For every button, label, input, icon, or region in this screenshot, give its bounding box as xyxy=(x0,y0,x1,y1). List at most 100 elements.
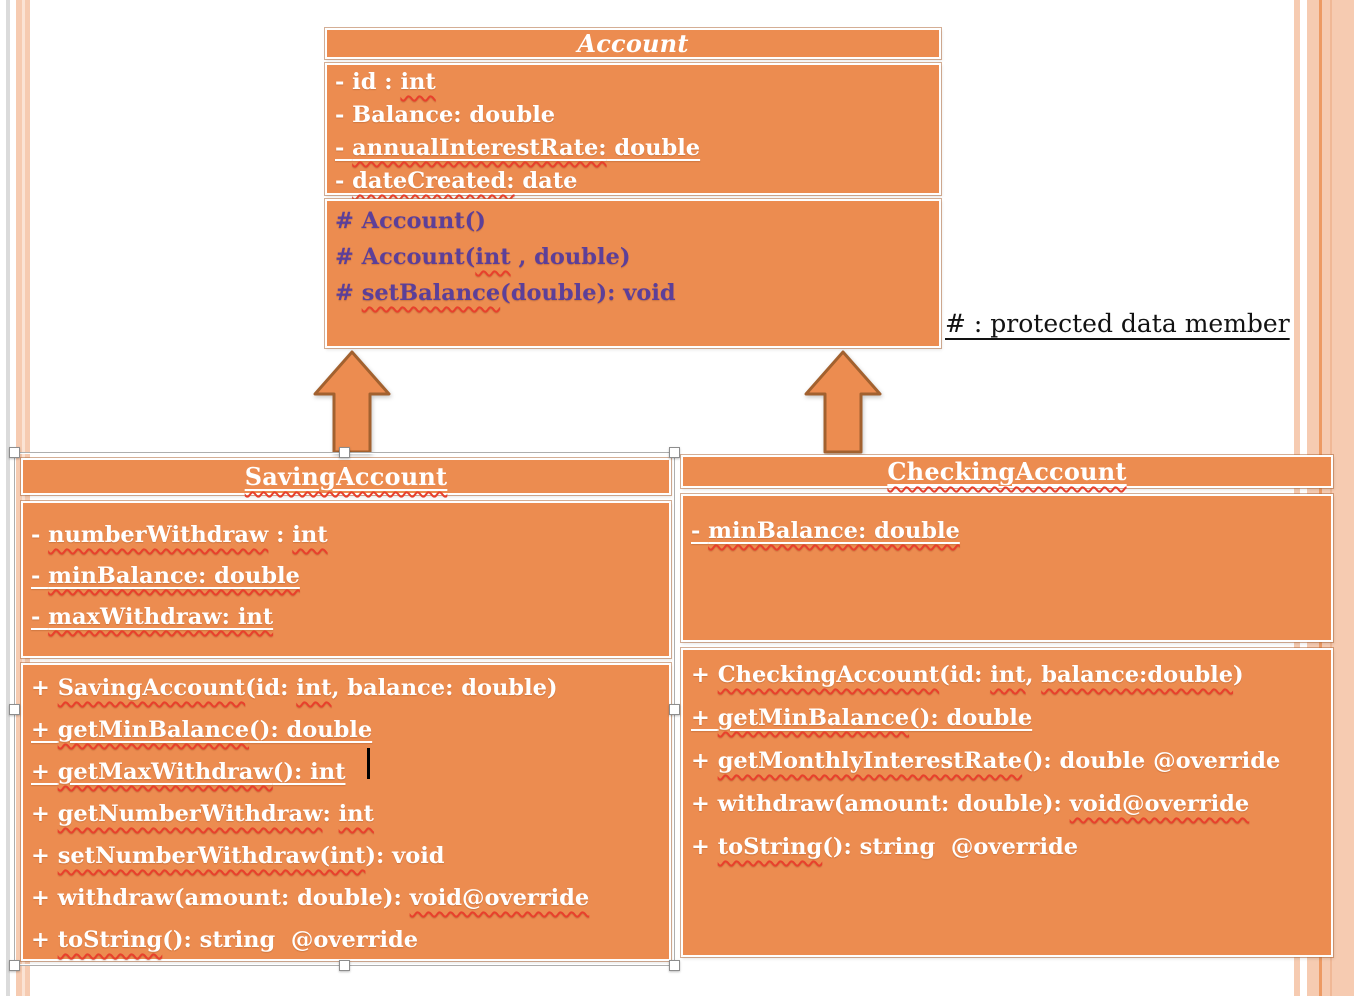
text-segment: annualInterestRate: xyxy=(352,135,607,161)
text-segment: # xyxy=(335,280,362,306)
uml-member-line: - Balance: double xyxy=(327,99,939,132)
uml-member-line: # setBalance(double): void xyxy=(327,275,939,311)
uml-member-line: # Account(int , double) xyxy=(327,239,939,275)
text-segment: SavingAccount xyxy=(57,675,246,701)
class-title-checkingaccount[interactable]: CheckingAccount xyxy=(681,455,1333,488)
text-segment: + xyxy=(691,662,718,688)
text-segment: - xyxy=(31,604,49,630)
text-segment: balance:double xyxy=(1041,662,1234,688)
text-segment: SavingAccount xyxy=(245,462,448,491)
text-segment: minBalance: double xyxy=(708,518,960,544)
text-segment: dateCreated: xyxy=(352,168,515,194)
text-segment: - xyxy=(335,135,353,161)
text-segment: getMinBalance xyxy=(718,705,909,731)
text-segment: int xyxy=(990,662,1026,688)
text-segment: double xyxy=(606,135,701,161)
text-segment: toString xyxy=(717,834,823,860)
text-segment: , double) xyxy=(510,244,631,270)
selection-handle-n[interactable] xyxy=(339,447,350,458)
uml-member-line: + SavingAccount(id: int, balance: double… xyxy=(23,667,669,709)
class-title-account[interactable]: Account xyxy=(325,28,941,59)
selection-handle-s[interactable] xyxy=(339,960,350,971)
uml-member-line: - minBalance: double xyxy=(683,510,1331,552)
legend-protected-note[interactable]: # : protected data member xyxy=(945,309,1290,338)
text-segment: + withdraw(amount: double): xyxy=(691,791,1070,817)
selection-handle-nw[interactable] xyxy=(9,447,20,458)
left-edge-stripe-peach xyxy=(16,0,22,996)
text-segment: + xyxy=(691,834,718,860)
text-segment: - xyxy=(31,563,49,589)
left-edge-stripe-peach-light xyxy=(22,0,25,996)
text-segment: (): int xyxy=(272,759,346,785)
text-segment: CheckingAccount xyxy=(887,457,1127,486)
text-segment: - xyxy=(691,518,709,544)
text-segment: + xyxy=(31,927,58,953)
text-segment: int xyxy=(296,675,332,701)
uml-member-line: + toString(): string @override xyxy=(23,919,669,961)
text-segment: - id : xyxy=(335,69,401,95)
text-segment: + xyxy=(31,759,58,785)
text-segment: , balance: double) xyxy=(331,675,558,701)
text-segment: (double): void xyxy=(500,280,676,306)
text-segment: getMonthlyInterestRate xyxy=(717,748,1023,774)
text-segment: + xyxy=(31,675,58,701)
class-attributes-account[interactable]: - id : int- Balance: double- annualInter… xyxy=(325,63,941,195)
text-segment: Account xyxy=(577,29,689,58)
uml-member-line: + getMaxWithdraw(): int xyxy=(23,751,669,793)
uml-member-line: + CheckingAccount(id: int, balance:doubl… xyxy=(683,654,1331,697)
uml-member-line: + getNumberWithdraw: int xyxy=(23,793,669,835)
text-segment: numberWithdraw xyxy=(48,522,269,548)
selection-handle-sw[interactable] xyxy=(9,960,20,971)
arrow-up-icon xyxy=(313,350,391,454)
text-segment: getMaxWithdraw xyxy=(58,759,273,785)
text-segment: date xyxy=(514,168,578,194)
text-segment: + xyxy=(691,705,718,731)
text-segment: - xyxy=(31,522,49,548)
text-segment: getNumberWithdraw xyxy=(57,801,323,827)
class-methods-savingaccount[interactable]: + SavingAccount(id: int, balance: double… xyxy=(21,663,671,961)
text-segment: (): double xyxy=(249,717,373,743)
text-segment: int xyxy=(475,244,511,270)
left-edge-stripe-gray xyxy=(6,0,10,996)
text-segment: SavingAccount xyxy=(244,462,448,491)
inheritance-arrow-checking[interactable] xyxy=(801,349,885,455)
uml-member-line: - numberWithdraw : int xyxy=(23,515,669,556)
text-segment: setBalance xyxy=(361,280,501,306)
text-segment: - Balance: double xyxy=(335,102,556,128)
class-attributes-savingaccount[interactable]: - numberWithdraw : int- minBalance: doub… xyxy=(21,501,671,658)
text-segment: (): string @override xyxy=(822,834,1079,860)
uml-member-line: - annualInterestRate: double xyxy=(327,132,939,165)
uml-member-line: + toString(): string @override xyxy=(683,826,1331,869)
selection-handle-se[interactable] xyxy=(669,960,680,971)
text-segment: (id: xyxy=(939,662,991,688)
text-segment: CheckingAccount xyxy=(717,662,940,688)
text-segment: getMinBalance xyxy=(57,717,250,743)
text-segment: minBalance: double xyxy=(708,518,960,544)
text-segment: # Account( xyxy=(335,244,476,270)
inheritance-arrow-saving[interactable] xyxy=(310,349,394,455)
class-methods-account[interactable]: # Account()# Account(int , double)# setB… xyxy=(325,199,941,348)
uml-member-line: + getMonthlyInterestRate(): double @over… xyxy=(683,740,1331,783)
text-segment: # Account() xyxy=(335,208,486,234)
text-segment: (): double @override xyxy=(1022,748,1281,774)
text-segment: , xyxy=(1025,662,1042,688)
selection-handle-e[interactable] xyxy=(669,704,680,715)
text-segment: void@override xyxy=(409,885,590,911)
text-segment: + xyxy=(31,717,58,743)
uml-member-line: # Account() xyxy=(327,203,939,239)
text-segment: maxWithdraw: int xyxy=(48,604,273,630)
class-title-savingaccount[interactable]: SavingAccount xyxy=(21,458,671,495)
text-segment: void@override xyxy=(1069,791,1250,817)
text-segment: + xyxy=(691,748,718,774)
uml-member-line: + getMinBalance(): double xyxy=(683,697,1331,740)
text-segment: (): double xyxy=(909,705,1033,731)
selection-handle-w[interactable] xyxy=(9,704,20,715)
text-segment: maxWithdraw: int xyxy=(48,604,274,630)
class-attributes-checkingaccount[interactable]: - minBalance: double xyxy=(681,494,1333,642)
selection-handle-ne[interactable] xyxy=(669,447,680,458)
text-segment: - xyxy=(335,168,353,194)
class-methods-checkingaccount[interactable]: + CheckingAccount(id: int, balance:doubl… xyxy=(681,648,1333,957)
text-segment: minBalance: double xyxy=(48,563,300,589)
text-segment: annualInterestRate: xyxy=(352,135,606,161)
